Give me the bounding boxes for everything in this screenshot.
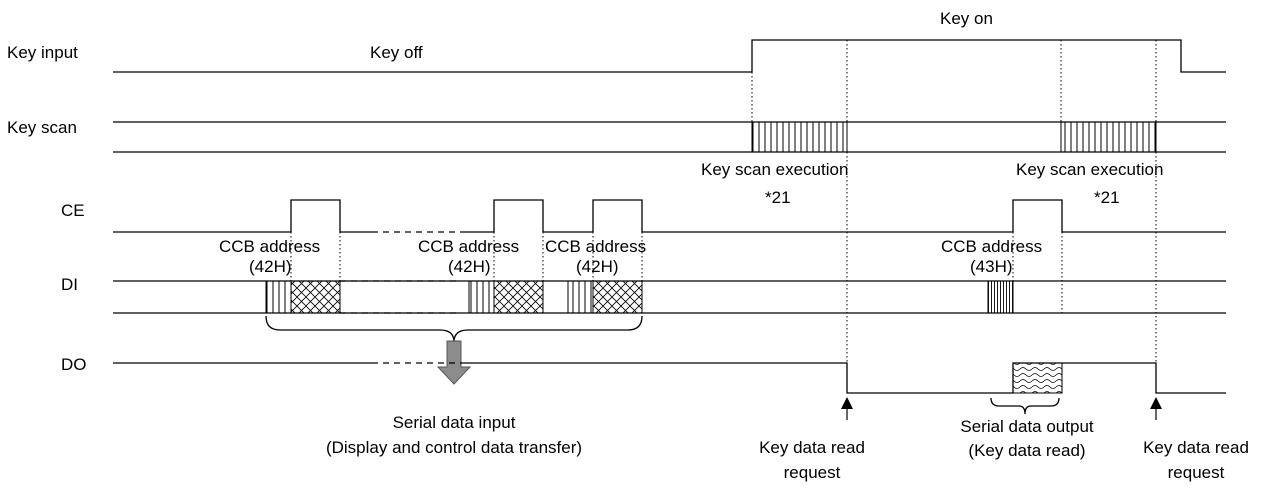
key-scan-block-1 xyxy=(751,121,848,153)
ccb-value-label-3: (42H) xyxy=(576,257,619,276)
ccb-address-label-1: CCB address xyxy=(219,237,320,256)
di-address-block-2 xyxy=(468,280,495,314)
ccb-address-label-3: CCB address xyxy=(545,237,646,256)
di-address-block-1 xyxy=(265,280,292,314)
serial-output-label: Serial data output xyxy=(960,417,1094,436)
serial-output-sublabel: (Key data read) xyxy=(968,441,1085,460)
read-request-arrow-icon-2 xyxy=(1150,397,1162,420)
ccb-value-label-1: (42H) xyxy=(249,257,292,276)
do-data-block xyxy=(1012,362,1063,394)
key-scan-execution-label-1: Key scan execution xyxy=(701,160,848,179)
signal-label-key-scan: Key scan xyxy=(7,118,77,137)
di-data-block-1 xyxy=(290,280,341,314)
di-data-block-2 xyxy=(493,280,544,314)
serial-input-sublabel: (Display and control data transfer) xyxy=(326,438,582,457)
read-request-sublabel-1: request xyxy=(784,463,841,482)
signal-label-di: DI xyxy=(61,275,78,294)
signal-label-do: DO xyxy=(61,355,87,374)
serial-output-brace xyxy=(990,397,1060,415)
di-data-block-3 xyxy=(592,280,643,314)
di-address-block-4 xyxy=(987,280,1014,314)
ccb-value-label-4: (43H) xyxy=(970,257,1013,276)
key-scan-block-2 xyxy=(1060,121,1157,153)
note-label-1: *21 xyxy=(765,188,791,207)
key-scan-execution-label-2: Key scan execution xyxy=(1016,160,1163,179)
read-request-arrow-icon-1 xyxy=(841,397,853,420)
ccb-address-label-2: CCB address xyxy=(418,237,519,256)
ce-waveform xyxy=(113,199,1226,233)
ccb-address-label-4: CCB address xyxy=(941,237,1042,256)
key-scan-bus xyxy=(113,121,1226,153)
serial-input-brace xyxy=(265,315,643,343)
do-waveform xyxy=(113,362,1226,394)
ccb-value-label-2: (42H) xyxy=(448,257,491,276)
read-request-label-1: Key data read xyxy=(759,438,865,457)
signal-label-key-input: Key input xyxy=(7,43,78,62)
state-label-key-on: Key on xyxy=(940,9,993,28)
read-request-sublabel-2: request xyxy=(1168,463,1225,482)
state-label-key-off: Key off xyxy=(370,43,423,62)
di-bus xyxy=(113,280,1226,314)
serial-input-label: Serial data input xyxy=(393,413,516,432)
di-address-block-3 xyxy=(567,280,594,314)
key-input-waveform xyxy=(113,39,1226,73)
timing-guides xyxy=(290,40,1157,393)
signal-label-ce: CE xyxy=(61,201,85,220)
note-label-2: *21 xyxy=(1094,188,1120,207)
read-request-label-2: Key data read xyxy=(1143,438,1249,457)
